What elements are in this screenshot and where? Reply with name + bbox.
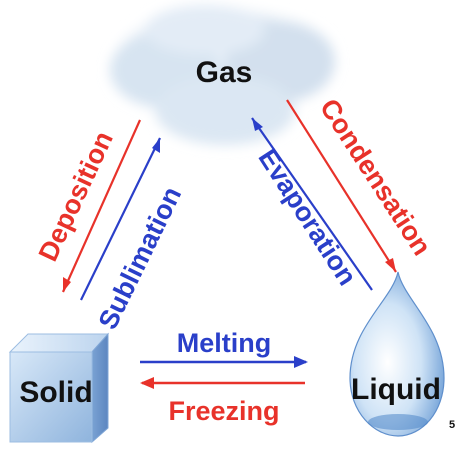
corner-mark: 5: [449, 419, 455, 431]
melting-label: Melting: [177, 328, 272, 358]
freezing-arrow: [140, 377, 305, 389]
solid-label: Solid: [19, 376, 92, 409]
arrows: [61, 99, 397, 389]
liquid-label: Liquid: [351, 373, 441, 406]
sublimation-arrow: [80, 137, 161, 301]
condensation-arrow: [286, 99, 397, 273]
liquid-drop-icon: [349, 271, 445, 437]
gas-label: Gas: [196, 56, 253, 89]
evaporation-arrow: [251, 117, 373, 291]
sublimation-label: Sublimation: [93, 182, 188, 334]
solid-cube-icon: [8, 332, 110, 444]
gas-cloud-icon: [110, 5, 335, 145]
evaporation-label: Evaporation: [252, 143, 362, 290]
melting-arrow: [140, 356, 308, 368]
deposition-arrow: [61, 119, 142, 293]
freezing-label: Freezing: [168, 396, 279, 426]
